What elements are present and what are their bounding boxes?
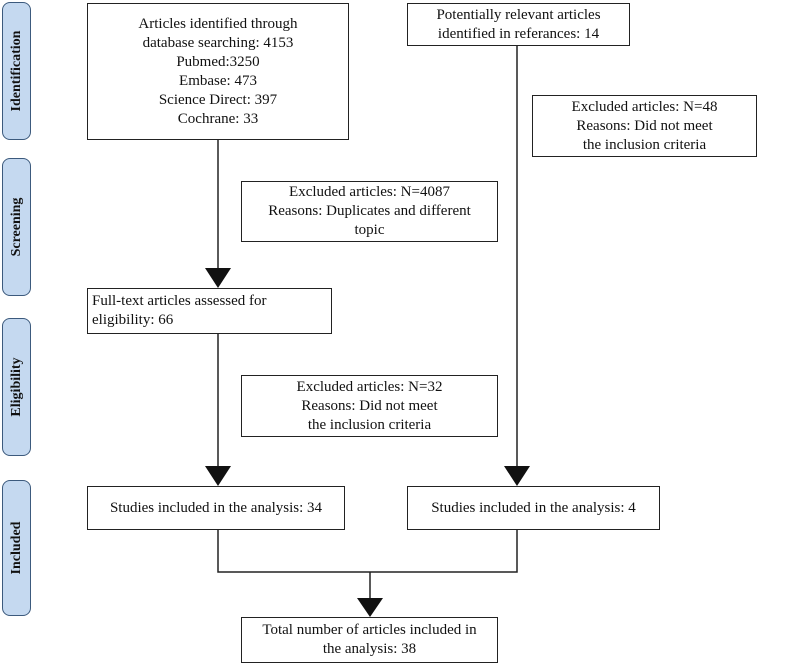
phase-eligibility: Eligibility	[2, 318, 31, 456]
db-search-line-1: Articles identified through	[138, 15, 298, 32]
arrowhead-total	[357, 598, 383, 617]
excluded-48-line-2: Reasons: Did not meet	[576, 117, 713, 134]
db-search-line-2: database searching: 4153	[142, 34, 294, 51]
included-34-label: Studies included in the analysis: 34	[109, 499, 323, 516]
box-excluded-4087: Excluded articles: N=4087 Reasons: Dupli…	[241, 181, 498, 242]
total-line-2: the analysis: 38	[322, 641, 417, 657]
phase-included: Included	[2, 480, 31, 616]
excluded-32-line-1: Excluded articles: N=32	[296, 378, 443, 395]
db-search-line-6: Cochrane: 33	[177, 110, 259, 127]
db-search-line-3: Pubmed:3250	[176, 53, 260, 70]
arrowhead-included4	[504, 466, 530, 486]
excluded-4087-line-1: Excluded articles: N=4087	[289, 184, 450, 200]
box-references: Potentially relevant articles identified…	[407, 3, 630, 46]
box-included-34: Studies included in the analysis: 34	[87, 486, 345, 530]
excluded-48-line-1: Excluded articles: N=48	[571, 98, 718, 115]
full-text-line-1: Full-text articles assessed for	[92, 293, 267, 309]
excluded-4087-line-3: topic	[354, 222, 385, 238]
box-full-text: Full-text articles assessed for eligibil…	[87, 288, 332, 334]
excluded-32-line-2: Reasons: Did not meet	[301, 397, 438, 414]
box-database-search: Articles identified through database sea…	[87, 3, 349, 140]
phase-identification: Identification	[2, 2, 31, 140]
box-excluded-32: Excluded articles: N=32 Reasons: Did not…	[241, 375, 498, 437]
references-line-1: Potentially relevant articles	[436, 6, 601, 23]
arrowhead-included34	[205, 466, 231, 486]
total-line-1: Total number of articles included in	[262, 622, 477, 638]
excluded-4087-line-2: Reasons: Duplicates and different	[268, 203, 471, 219]
excluded-32-line-3: the inclusion criteria	[307, 416, 432, 433]
db-search-line-4: Embase: 473	[179, 72, 257, 89]
included-4-label: Studies included in the analysis: 4	[431, 499, 636, 516]
box-included-4: Studies included in the analysis: 4	[407, 486, 660, 530]
connector-merge	[217, 530, 518, 573]
db-search-line-5: Science Direct: 397	[158, 91, 278, 108]
full-text-line-2: eligibility: 66	[92, 312, 174, 328]
excluded-48-line-3: the inclusion criteria	[582, 136, 707, 153]
box-total-included: Total number of articles included in the…	[241, 617, 498, 663]
phase-screening: Screening	[2, 158, 31, 296]
arrowhead-fulltext	[205, 268, 231, 288]
references-line-2: identified in referances: 14	[437, 25, 600, 42]
box-excluded-48: Excluded articles: N=48 Reasons: Did not…	[532, 95, 757, 157]
